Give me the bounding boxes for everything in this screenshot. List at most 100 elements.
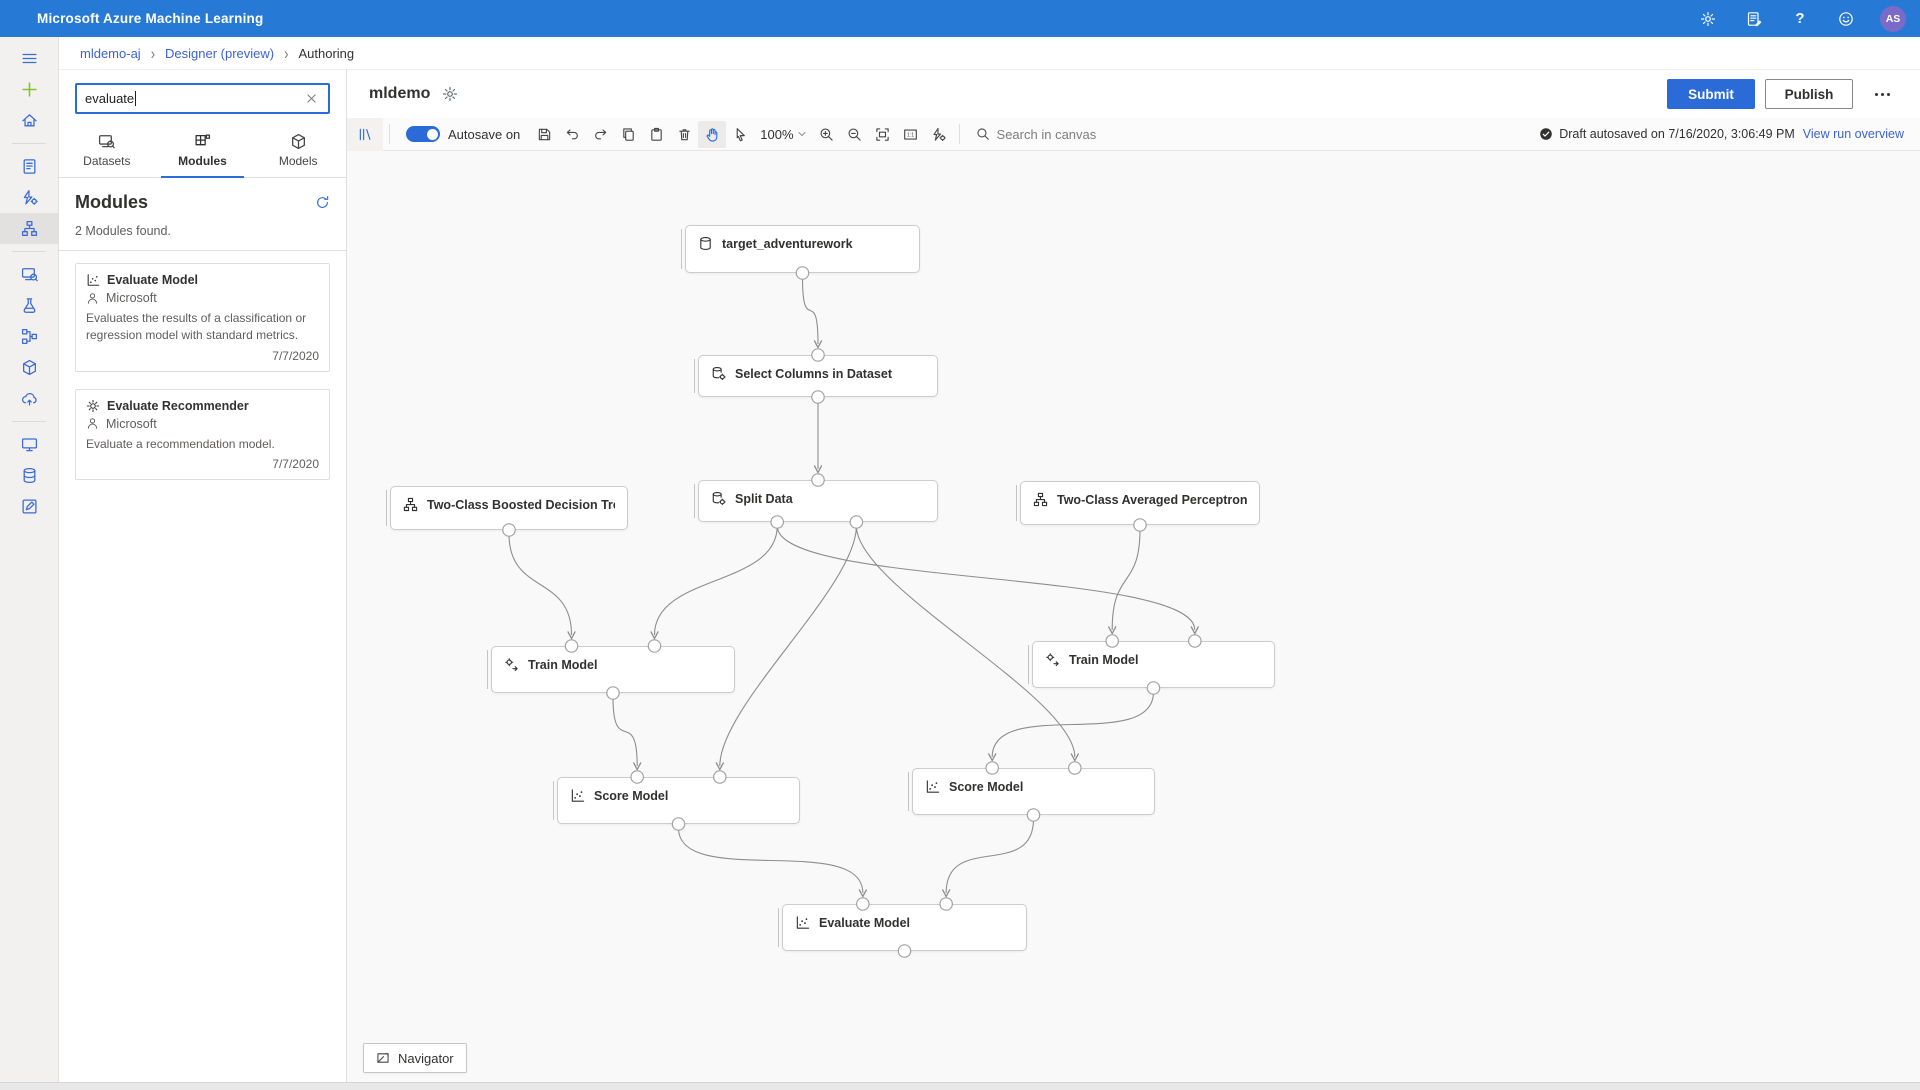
module-card-date: 7/7/2020 [272,457,319,472]
tab-models[interactable]: Models [250,126,346,177]
copy-icon[interactable] [614,121,642,148]
breadcrumb-workspace[interactable]: mldemo-aj [80,45,141,61]
output-port[interactable] [1133,518,1147,532]
input-port[interactable] [939,897,953,911]
select-cursor-icon[interactable] [726,121,754,148]
edge [508,533,576,640]
output-port[interactable] [897,944,912,958]
node-label: Evaluate Model [819,916,910,930]
input-port[interactable] [1105,634,1119,648]
canvas-node-perceptron[interactable]: Two-Class Averaged Perceptron [1016,481,1260,525]
sidebar-item-models[interactable] [0,352,58,383]
input-port[interactable] [856,897,870,911]
input-port[interactable] [811,348,825,362]
output-port[interactable] [811,390,825,404]
settings-gear-icon[interactable] [1696,7,1720,31]
zoom-out-icon[interactable] [841,121,869,148]
sidebar-item-automated-ml[interactable] [0,182,58,213]
sidebar-item-compute[interactable] [0,429,58,460]
sidebar-item-experiments[interactable] [0,290,58,321]
canvas-node-select-columns[interactable]: Select Columns in Dataset [694,355,938,397]
canvas-search-input[interactable]: Search in canvas [976,126,1097,142]
input-port[interactable] [985,761,999,775]
release-notes-icon[interactable] [1742,7,1766,31]
rail-divider [12,421,46,422]
module-card-evaluate-model[interactable]: Evaluate Model Microsoft Evaluates the r… [75,263,330,372]
home-icon[interactable] [0,105,58,136]
help-icon[interactable]: ? [1795,10,1805,27]
palette-tabs: Datasets Modules Models [59,126,346,178]
save-icon[interactable] [530,121,558,148]
canvas-node-evaluate-model[interactable]: Evaluate Model [778,904,1027,951]
output-port[interactable] [1146,681,1161,695]
new-plus-icon[interactable] [0,74,58,105]
redo-icon[interactable] [586,121,614,148]
input-port[interactable] [564,639,579,653]
output-port[interactable] [849,515,864,529]
pipeline-settings-gear-icon[interactable] [442,86,458,102]
output-port[interactable] [1026,808,1041,822]
clear-search-icon[interactable] [302,90,320,108]
zoom-level-dropdown[interactable]: 100% [760,127,806,142]
paste-icon[interactable] [642,121,670,148]
input-port[interactable] [811,473,825,487]
sidebar-item-notebooks[interactable] [0,151,58,182]
output-port[interactable] [502,523,516,537]
undo-icon[interactable] [558,121,586,148]
sidebar-item-datastores[interactable] [0,460,58,491]
canvas-node-target-adventurework[interactable]: target_adventurework [681,225,920,273]
canvas-node-split-data[interactable]: Split Data [694,480,938,522]
output-port[interactable] [770,515,784,529]
tab-modules[interactable]: Modules [155,126,251,178]
breadcrumb-designer[interactable]: Designer (preview) [165,45,275,61]
search-input-value: evaluate [85,91,135,106]
zoom-in-icon[interactable] [813,121,841,148]
submit-button[interactable]: Submit [1667,79,1755,109]
auto-layout-icon[interactable] [925,121,953,148]
svg-text:1:1: 1:1 [907,132,914,138]
canvas-search-placeholder: Search in canvas [996,126,1097,142]
publish-button[interactable]: Publish [1765,79,1853,109]
canvas-node-boosted-tree[interactable]: Two-Class Boosted Decision Tree [386,486,628,530]
feedback-smiley-icon[interactable] [1834,7,1858,31]
delete-icon[interactable] [670,121,698,148]
tab-datasets[interactable]: Datasets [59,126,155,177]
input-port[interactable] [1188,634,1202,648]
module-card-evaluate-recommender[interactable]: Evaluate Recommender Microsoft Evaluate … [75,388,330,481]
canvas-node-train-left[interactable]: Train Model [487,646,735,693]
edge [650,525,778,640]
input-port[interactable] [647,639,662,653]
canvas-node-score-left[interactable]: Score Model [553,777,800,824]
input-port[interactable] [713,770,727,784]
hamburger-menu-icon[interactable] [0,43,58,74]
toggle-module-panel-icon[interactable] [347,117,383,151]
module-search-input[interactable]: evaluate [75,83,330,114]
sidebar-item-pipelines[interactable] [0,321,58,352]
canvas-node-score-right[interactable]: Score Model [908,768,1155,815]
user-avatar[interactable]: AS [1880,5,1906,32]
input-port[interactable] [630,770,644,784]
input-port[interactable] [1068,761,1082,775]
view-run-overview-link[interactable]: View run overview [1802,127,1904,141]
refresh-icon[interactable] [315,195,330,210]
person-icon [87,418,98,429]
node-label: Select Columns in Dataset [735,367,892,381]
pan-hand-icon[interactable] [698,120,727,148]
autosave-toggle[interactable] [406,126,440,142]
sidebar-item-designer[interactable] [0,213,58,244]
fit-to-screen-icon[interactable] [869,121,897,148]
sidebar-item-data-labeling[interactable] [0,491,58,522]
output-port[interactable] [671,817,686,831]
rail-divider [12,251,46,252]
output-port[interactable] [795,266,810,280]
canvas-node-train-right[interactable]: Train Model [1028,641,1275,688]
module-card-author: Microsoft [106,291,157,305]
more-options-icon[interactable] [1875,92,1890,96]
actual-size-icon[interactable]: 1:1 [897,121,925,148]
sidebar-item-datasets[interactable] [0,259,58,290]
train-icon [505,658,518,672]
navigator-button[interactable]: Navigator [363,1043,467,1073]
output-port[interactable] [606,686,620,700]
sidebar-item-endpoints[interactable] [0,383,58,414]
